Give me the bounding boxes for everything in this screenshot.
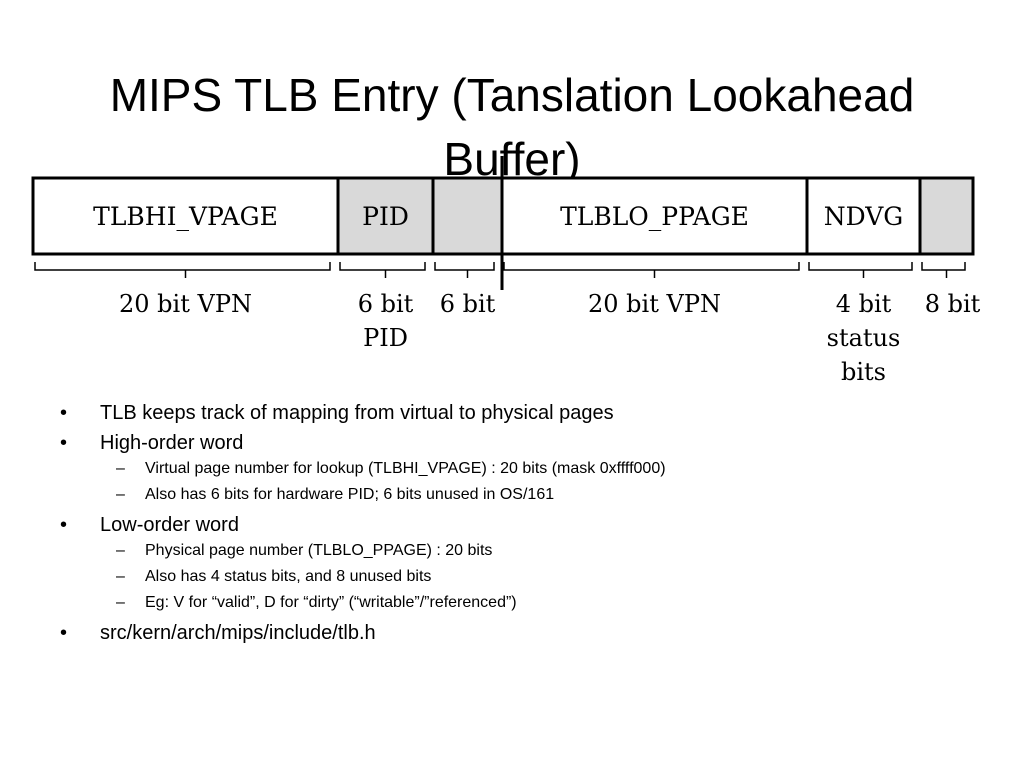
- vpn-width-label-bracket: [34, 262, 331, 271]
- bullet-list: TLB keeps track of mapping from virtual …: [58, 396, 958, 646]
- sub-bullet-item: Physical page number (TLBLO_PPAGE) : 20 …: [58, 538, 958, 564]
- unused-lo-field: [918, 176, 975, 256]
- ppage-field-label: TLBLO_PPAGE: [560, 202, 749, 231]
- vpage-field: [31, 176, 340, 256]
- unused-lo-width-label: 8 bit: [925, 290, 981, 318]
- unused-lo-width-label-bracket: [921, 262, 966, 271]
- pid-width-label: 6 bit: [358, 290, 414, 318]
- status-width-label: 4 bit: [836, 290, 892, 318]
- pid-field-label: PID: [362, 202, 409, 231]
- unused-hi-width-label-bracket: [434, 262, 495, 271]
- status-width-label-bracket: [808, 262, 913, 271]
- status-width-label: bits: [841, 358, 886, 386]
- bullet-item: Low-order word: [58, 512, 958, 538]
- tlb-entry-diagram: TLBHI_VPAGE PID TLBLO_PPAGE NDVG 20 bit VPN 6…: [0, 150, 1024, 395]
- ppn-width-label-bracket: [503, 262, 800, 271]
- sub-bullet-item: Eg: V for “valid”, D for “dirty” (“writa…: [58, 590, 958, 616]
- sub-bullet-item: Also has 6 bits for hardware PID; 6 bits…: [58, 482, 958, 508]
- ppn-width-label: 20 bit VPN: [588, 290, 721, 318]
- status-field: [805, 176, 922, 256]
- vpage-field-label: TLBHI_VPAGE: [93, 202, 278, 231]
- pid-width-label-bracket: [339, 262, 426, 271]
- sub-bullet-item: Also has 4 status bits, and 8 unused bit…: [58, 564, 958, 590]
- status-field-label: NDVG: [824, 202, 904, 231]
- unused-hi-field: [431, 176, 504, 256]
- status-width-label: status: [827, 324, 901, 352]
- slide-title: MIPS TLB Entry (Tanslation Lookahead Buf…: [109, 68, 915, 185]
- pid-width-label: PID: [363, 324, 408, 352]
- vpn-width-label: 20 bit VPN: [119, 290, 252, 318]
- bullet-item: TLB keeps track of mapping from virtual …: [58, 400, 958, 426]
- bullet-item: src/kern/arch/mips/include/tlb.h: [58, 620, 958, 646]
- sub-bullet-item: Virtual page number for lookup (TLBHI_VP…: [58, 456, 958, 482]
- bullet-item: High-order word: [58, 430, 958, 456]
- unused-hi-width-label: 6 bit: [440, 290, 496, 318]
- tlb-entry-svg: TLBHI_VPAGE PID TLBLO_PPAGE NDVG 20 bit VPN 6…: [31, 156, 981, 386]
